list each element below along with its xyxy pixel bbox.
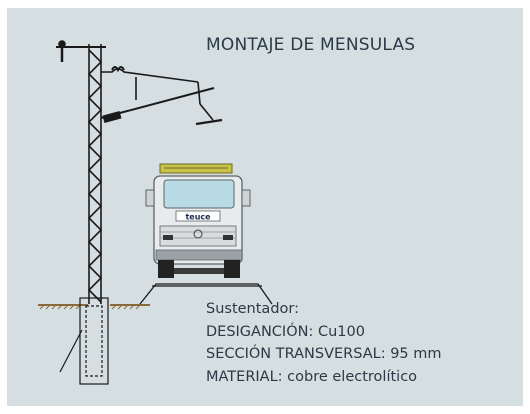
info-cross-section: SECCIÓN TRANSVERSAL: 95 mm (206, 346, 442, 362)
info-designation: DESIGANCIÓN: Cu100 (206, 323, 365, 340)
lattice-mast (56, 40, 106, 304)
track (139, 283, 273, 305)
vehicle-label: teuce (185, 213, 211, 222)
diagram-panel (7, 8, 523, 406)
maintenance-vehicle: teuce (145, 163, 251, 278)
foundation (59, 297, 109, 385)
cantilever-bracket (100, 66, 223, 126)
diagram-title: MONTAJE DE MENSULAS (206, 35, 416, 55)
conductor-info: Sustentador: DESIGANCIÓN: Cu100 SECCIÓN … (206, 298, 442, 388)
info-heading: Sustentador: (206, 301, 299, 317)
info-material: MATERIAL: cobre electrolítico (206, 368, 418, 385)
ground (38, 304, 150, 310)
